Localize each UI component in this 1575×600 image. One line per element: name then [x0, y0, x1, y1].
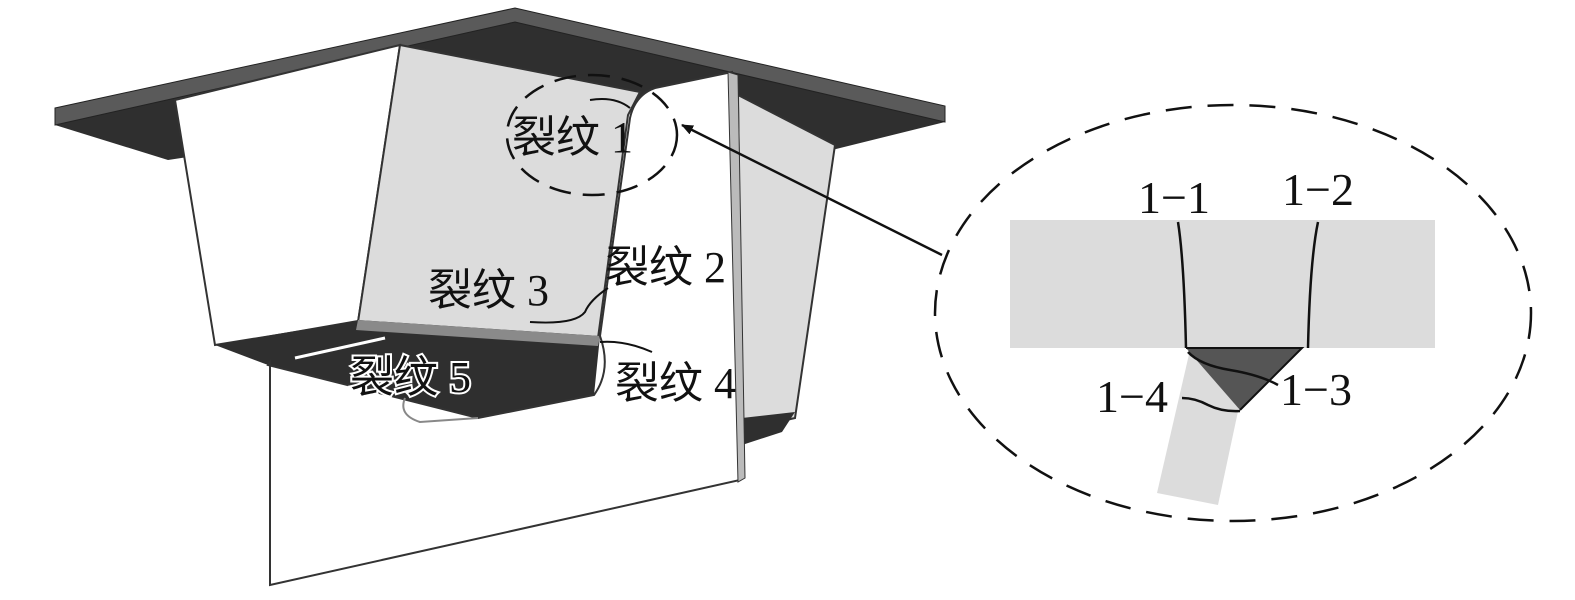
- crack-1-leader: [589, 98, 631, 109]
- u-rib-far-web: [736, 93, 837, 432]
- crack-4-leader: [599, 340, 653, 353]
- crack-2-label: 裂纹 2: [605, 243, 726, 292]
- detail-inset: 1−1 1−2 1−3 1−4: [933, 103, 1533, 523]
- crack-1-2-line: [1306, 221, 1320, 349]
- crack-1-1-line: [1176, 221, 1188, 349]
- u-rib-right-web: [356, 43, 642, 340]
- detail-weld: [1186, 348, 1302, 410]
- detail-web-plate: [1157, 350, 1240, 505]
- detail-label-1-1: 1−1: [1138, 172, 1210, 223]
- crack-5-leader: [294, 336, 386, 360]
- weld-outline: [1186, 347, 1305, 411]
- detail-arrow: [681, 123, 943, 257]
- u-rib-bottom-edge: [356, 320, 600, 346]
- detail-dashed-ellipse: [933, 103, 1533, 523]
- crack-3-label: 裂纹 3: [428, 266, 549, 315]
- u-rib-bottom-plate: [215, 320, 600, 418]
- detail-label-1-2: 1−2: [1282, 164, 1354, 215]
- deck-plate-edge: [54, 7, 946, 126]
- crack-1-4-line: [1181, 396, 1241, 413]
- diaphragm-edge: [727, 71, 746, 483]
- detail-label-1-4: 1−4: [1096, 371, 1168, 422]
- crack-2-leader: [529, 287, 609, 324]
- u-rib-far-bottom: [742, 412, 795, 445]
- crack-4-label: 裂纹 4: [615, 359, 736, 408]
- crack-1-3-line: [1187, 351, 1279, 387]
- crack-5-label: 裂纹 5: [350, 353, 471, 402]
- detail-label-1-3: 1−3: [1280, 364, 1352, 415]
- diaphragm-plate: [266, 70, 742, 587]
- detail-deck-plate: [1010, 220, 1435, 348]
- crack-1-label: 裂纹 1: [512, 113, 633, 162]
- crack-1-highlight-ellipse: [505, 73, 679, 197]
- cutout-arc: [402, 397, 479, 424]
